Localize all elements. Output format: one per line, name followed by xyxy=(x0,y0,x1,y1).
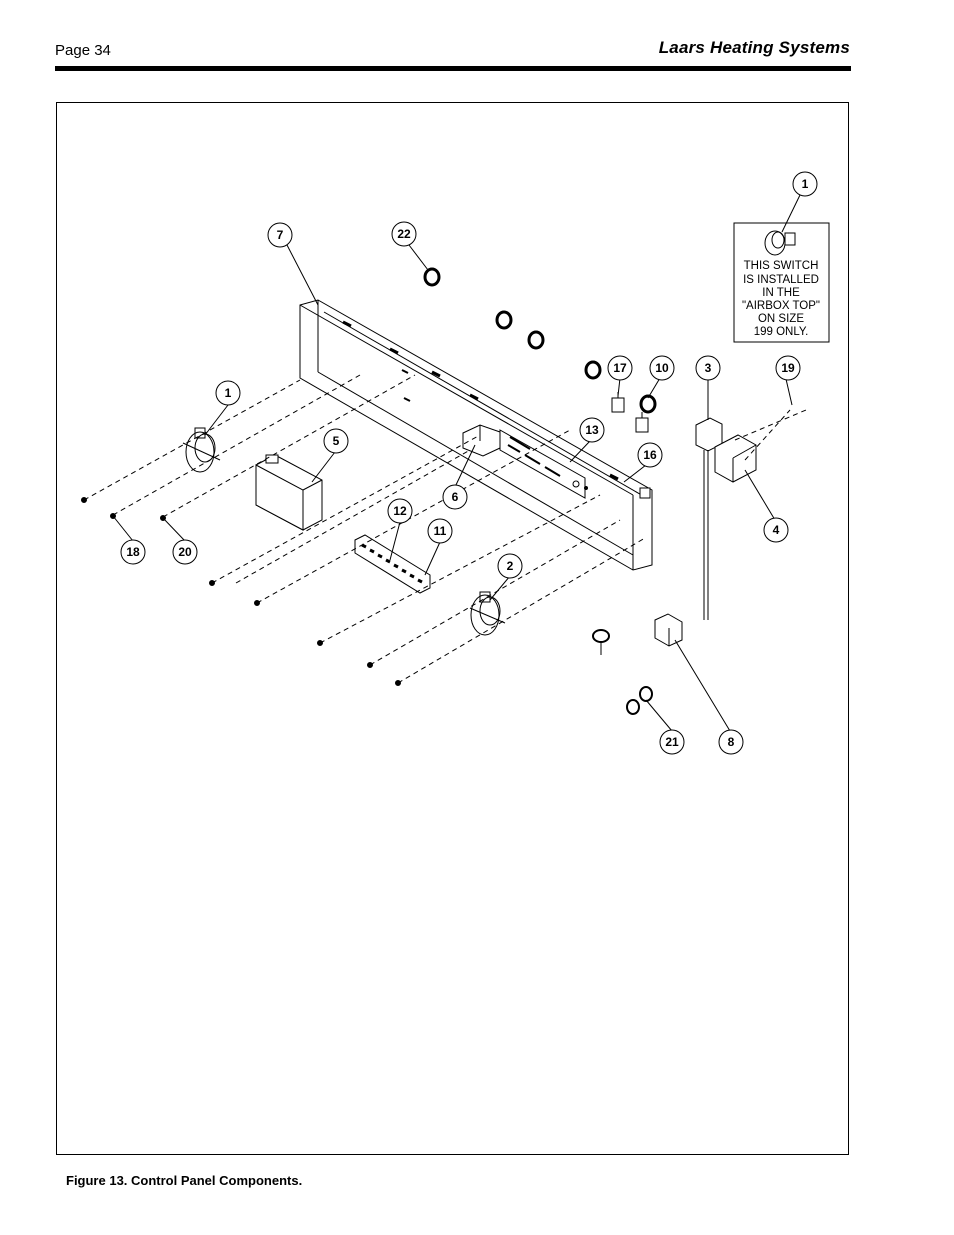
callout-2: 2 xyxy=(507,559,514,573)
limit-control-3 xyxy=(695,417,723,620)
callout-1-left: 1 xyxy=(225,386,232,400)
callout-5: 5 xyxy=(333,434,340,448)
note-line-3: IN THE xyxy=(762,287,800,299)
ignition-module-5 xyxy=(255,454,323,531)
header-rule xyxy=(55,66,851,71)
callout-10: 10 xyxy=(655,361,669,375)
callout-21: 21 xyxy=(665,735,679,749)
callout-3: 3 xyxy=(705,361,712,375)
callout-4: 4 xyxy=(773,523,780,537)
note-box xyxy=(733,222,830,343)
callout-12: 12 xyxy=(393,504,407,518)
note-line-6: 199 ONLY. xyxy=(754,326,809,338)
callout-circles xyxy=(120,171,818,755)
note-line-2: IS INSTALLED xyxy=(743,274,819,286)
figure-frame xyxy=(56,102,849,1155)
note-line-4: "AIRBOX TOP" xyxy=(742,300,820,312)
callout-18: 18 xyxy=(126,545,140,559)
figure-caption: Figure 13. Control Panel Components. xyxy=(66,1173,303,1188)
pressure-switch-1-top xyxy=(764,230,796,256)
callout-8: 8 xyxy=(728,735,735,749)
callout-20: 20 xyxy=(178,545,192,559)
pressure-switch-2 xyxy=(469,591,506,636)
note-line-5: ON SIZE xyxy=(758,313,804,325)
transformer-4 xyxy=(714,434,757,483)
grommets-22 xyxy=(423,267,657,414)
note-line-1: THIS SWITCH xyxy=(744,260,819,272)
callout-16: 16 xyxy=(643,448,657,462)
page-number: Page 34 xyxy=(55,42,111,59)
nuts-21 xyxy=(592,629,653,715)
terminal-block-6 xyxy=(462,424,501,457)
callout-7: 7 xyxy=(277,228,284,242)
callout-6: 6 xyxy=(452,490,459,504)
pressure-switch-1-left xyxy=(182,427,221,473)
leader-lines xyxy=(112,194,801,732)
screws xyxy=(83,374,807,684)
brand-title: Laars Heating Systems xyxy=(658,38,850,57)
terminal-strip-12 xyxy=(354,534,431,594)
callout-13: 13 xyxy=(585,423,599,437)
callout-17: 17 xyxy=(613,361,627,375)
callout-11: 11 xyxy=(434,524,447,538)
callout-19: 19 xyxy=(781,361,795,375)
rocker-switch-8 xyxy=(654,613,683,647)
callout-1-top: 1 xyxy=(802,177,809,191)
toggle-switches-17-10 xyxy=(611,392,649,433)
callout-22: 22 xyxy=(397,227,411,241)
